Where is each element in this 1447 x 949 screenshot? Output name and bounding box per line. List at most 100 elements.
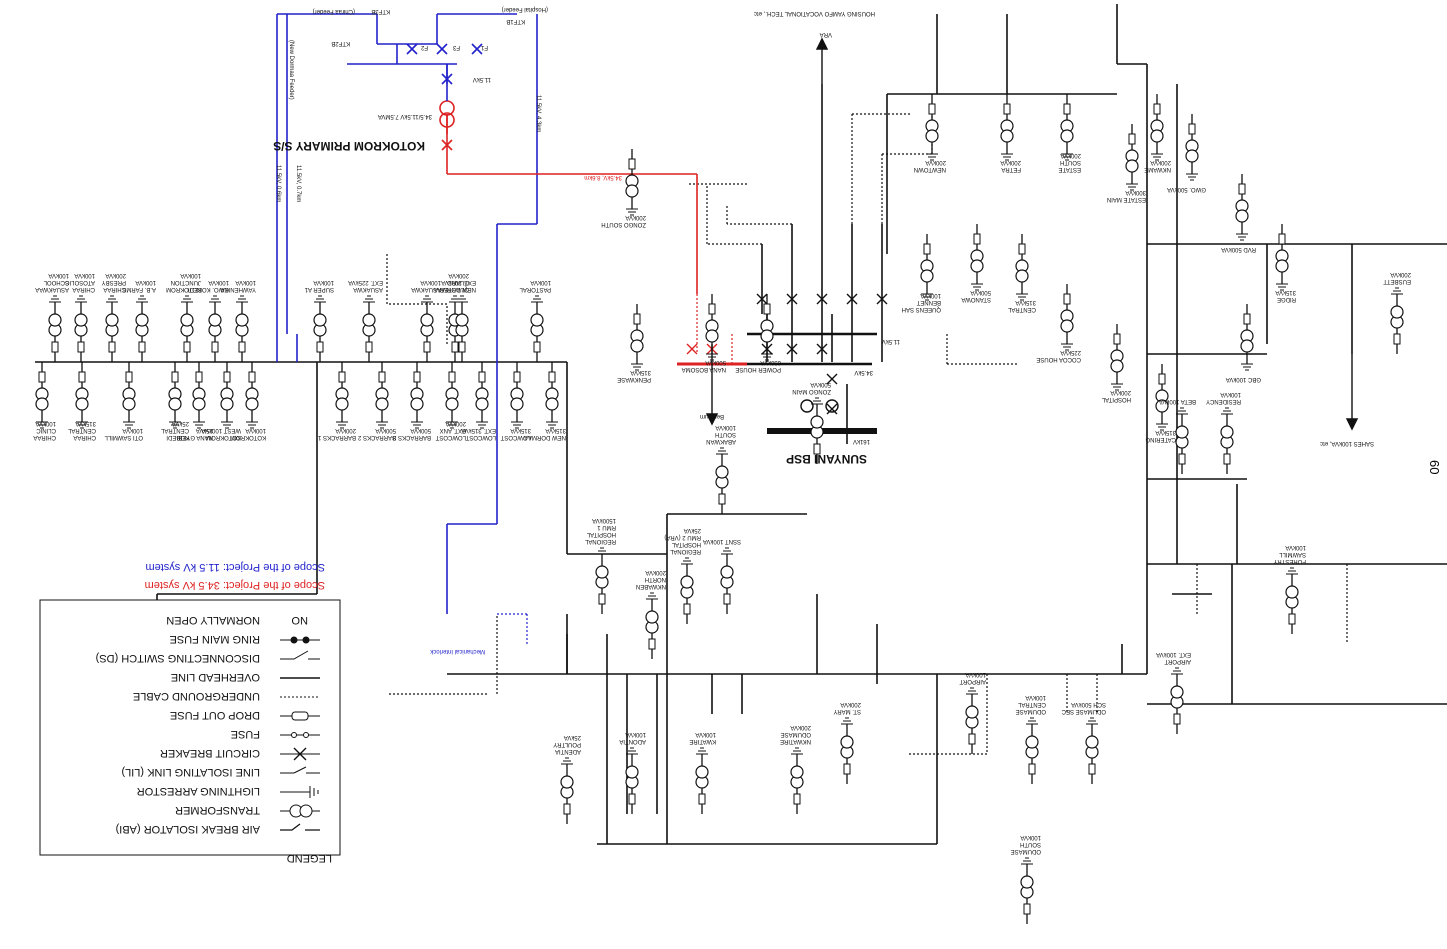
bsp-345-label: 34.5kV: [854, 369, 873, 375]
line-note-34: 34.5kV, 8.6km: [584, 174, 622, 180]
right-load-10-label: CENTRAL315kVA: [1007, 299, 1036, 312]
primary-bus-label: 11.5kV: [473, 76, 491, 82]
bsp-title: SUNYANI BSP: [786, 452, 867, 466]
mid-load-7: [313, 295, 327, 362]
vra-note: HOUSING YAMFO VOCATIONAL TECH., etc: [754, 10, 875, 16]
bottom-load-2: [695, 747, 709, 814]
right-load-7-label: RIDGE315kVA: [1275, 289, 1296, 302]
right-load-12-label: HOSPITAL200kVA: [1101, 389, 1131, 402]
right-load-6: [1235, 174, 1249, 241]
left-load-6-label: KOTOKROM100kVA: [231, 427, 266, 440]
right-load-15: [1390, 287, 1404, 354]
mid-load-0: [335, 362, 349, 429]
left-load-13: [235, 295, 249, 362]
legend-row-6: DROP OUT FUSE: [170, 709, 320, 721]
right-load-10: [1015, 234, 1029, 301]
legend-row-3: LINE ISOLATING LINK (LIL): [121, 766, 320, 778]
bottom-load-5-label: AIRPORT100kVA: [959, 671, 986, 684]
feeder-2: KTF2B: [331, 40, 350, 46]
line-note-c: 11.5kV, 4.3km: [535, 95, 541, 132]
legend-title: LEGEND: [287, 852, 332, 864]
mid-load-2-label: BARRACKS 3500kVA: [392, 427, 431, 440]
right-load-2-label: ESTATESOUTH200kVA: [1059, 152, 1081, 172]
right-load-3-label: NKWAME200kVA: [1144, 159, 1171, 172]
left-load-12: [208, 295, 222, 362]
mid-load-1: [375, 362, 389, 429]
center-load-9: [720, 547, 734, 614]
labels: CHIRAACLINIC100kVACHIRAACENTRAL315kVAOTI…: [33, 152, 1411, 854]
bsp-161-label: 161kV: [853, 438, 870, 444]
feeder-3-name: (Chiraa Feeder): [313, 8, 355, 14]
line-note-b: 11.5kV, 0.6km: [275, 165, 281, 202]
legend-label-2: LIGHTNING ARRESTOR: [137, 785, 260, 797]
right-load-14: [1240, 304, 1254, 371]
mid-load-11-label: NEW DORMAAEXT. 200kVA: [434, 279, 476, 292]
legend-label-1: TRANSFORMER: [175, 804, 260, 816]
mid-load-8: [362, 295, 376, 362]
left-load-0-label: CHIRAACLINIC100kVA: [33, 420, 56, 440]
transformers: [35, 94, 1404, 924]
left-load-5-label: KOTOKROMWEST 100kVA: [202, 427, 241, 440]
right-load-12: [1110, 324, 1124, 391]
fuse-f3: F3: [452, 44, 460, 50]
mid-load-8-label: ASUAKWAEXT. 225kVA: [348, 279, 383, 292]
left-load-1: [75, 362, 89, 429]
right-load-1: [1000, 94, 1014, 161]
center-load-4: [715, 447, 729, 514]
legend-label-9: DISCONNECTING SWITCH (DS): [96, 652, 260, 664]
right-load-18: [1285, 567, 1299, 634]
left-load-10: [135, 295, 149, 362]
bottom-load-1-label: ADONTIA100kVA: [619, 731, 646, 744]
mid-load-6: [545, 362, 559, 429]
mid-load-2: [410, 362, 424, 429]
mid-load-5: [510, 362, 524, 429]
left-load-2: [122, 362, 136, 429]
left-load-2-label: OTI SAWMILL100kVA: [104, 427, 143, 440]
bottom-load-6: [1025, 717, 1039, 784]
kotokrom-primary-substation: [406, 43, 483, 151]
center-load-3: [630, 304, 644, 371]
legend-label-5: FUSE: [231, 728, 260, 740]
right-load-17-label: BETA 100kVA: [1159, 398, 1196, 404]
right-load-1-label: FETRA200kVA: [1000, 159, 1021, 172]
legend-row-7: UNDERGROUND CABLE: [133, 690, 320, 702]
left-load-4-label: NANA GYEBI25kVA: [176, 427, 213, 440]
mid-load-6-label: NEW DORMAA315kVA: [524, 427, 566, 440]
left-load-7-label: ASUAKWAASCHOOL100kVA: [35, 272, 69, 292]
mid-load-9-label: ASUAKWA100kVA: [411, 279, 441, 292]
mid-load-4: [475, 362, 489, 429]
mid-load-4-label: LOWCOSTEXT. 315kVA: [461, 427, 496, 440]
line-note-a: 11.5kV, 0.7km: [295, 165, 301, 202]
legend-row-5: FUSE: [231, 728, 320, 740]
right-load-11: [1060, 284, 1074, 351]
bottom-load-6-label: ODUMASECENTRAL100kVA: [1016, 694, 1046, 714]
mid-load-11: [455, 295, 469, 362]
left-load-9: [105, 295, 119, 362]
legend-row-10: RING MAIN FUSE: [170, 633, 320, 645]
kv345-lines: [446, 114, 747, 366]
bottom-load-5: [965, 687, 979, 754]
right-load-11-label: COCOA HOUSE225kVA: [1036, 349, 1081, 362]
mid-load-9: [420, 295, 434, 362]
legend-row-0: AIR BREAK ISOLATOR (ABI): [116, 823, 320, 835]
center-load-2-label: POWER HOUSE630kVA: [735, 359, 781, 372]
right-load-0: [925, 94, 939, 161]
right-load-5: [1185, 114, 1199, 181]
legend-label-8: OVERHEAD LINE: [171, 671, 260, 683]
bottom-load-3: [790, 747, 804, 814]
feeder-1-name: (Hospital Feeder): [502, 6, 548, 12]
right-load-18-label: FORESTRYSAWMILL100kVA: [1273, 544, 1306, 564]
scope-345: Scope of the Project: 34.5 kV system: [145, 579, 325, 591]
legend-label-10: RING MAIN FUSE: [170, 633, 260, 645]
mid-load-7-label: SUPER A1100kVA: [304, 279, 334, 292]
legend-label-6: DROP OUT FUSE: [170, 709, 260, 721]
primary-transformer-label: 34.5/11.5kV 7.5MVA: [378, 113, 432, 119]
mech-interlock: Mechanical Interlock: [429, 648, 485, 654]
right-load-16-label: RESIDENCY100kVA: [1206, 391, 1241, 404]
underground-cables: [386, 113, 1348, 755]
left-load-0: [35, 362, 49, 429]
fuse-f1: F1: [480, 44, 488, 50]
center-load-3-label: PENKWASE315kVA: [617, 369, 651, 382]
bottom-load-8: [1170, 667, 1184, 734]
